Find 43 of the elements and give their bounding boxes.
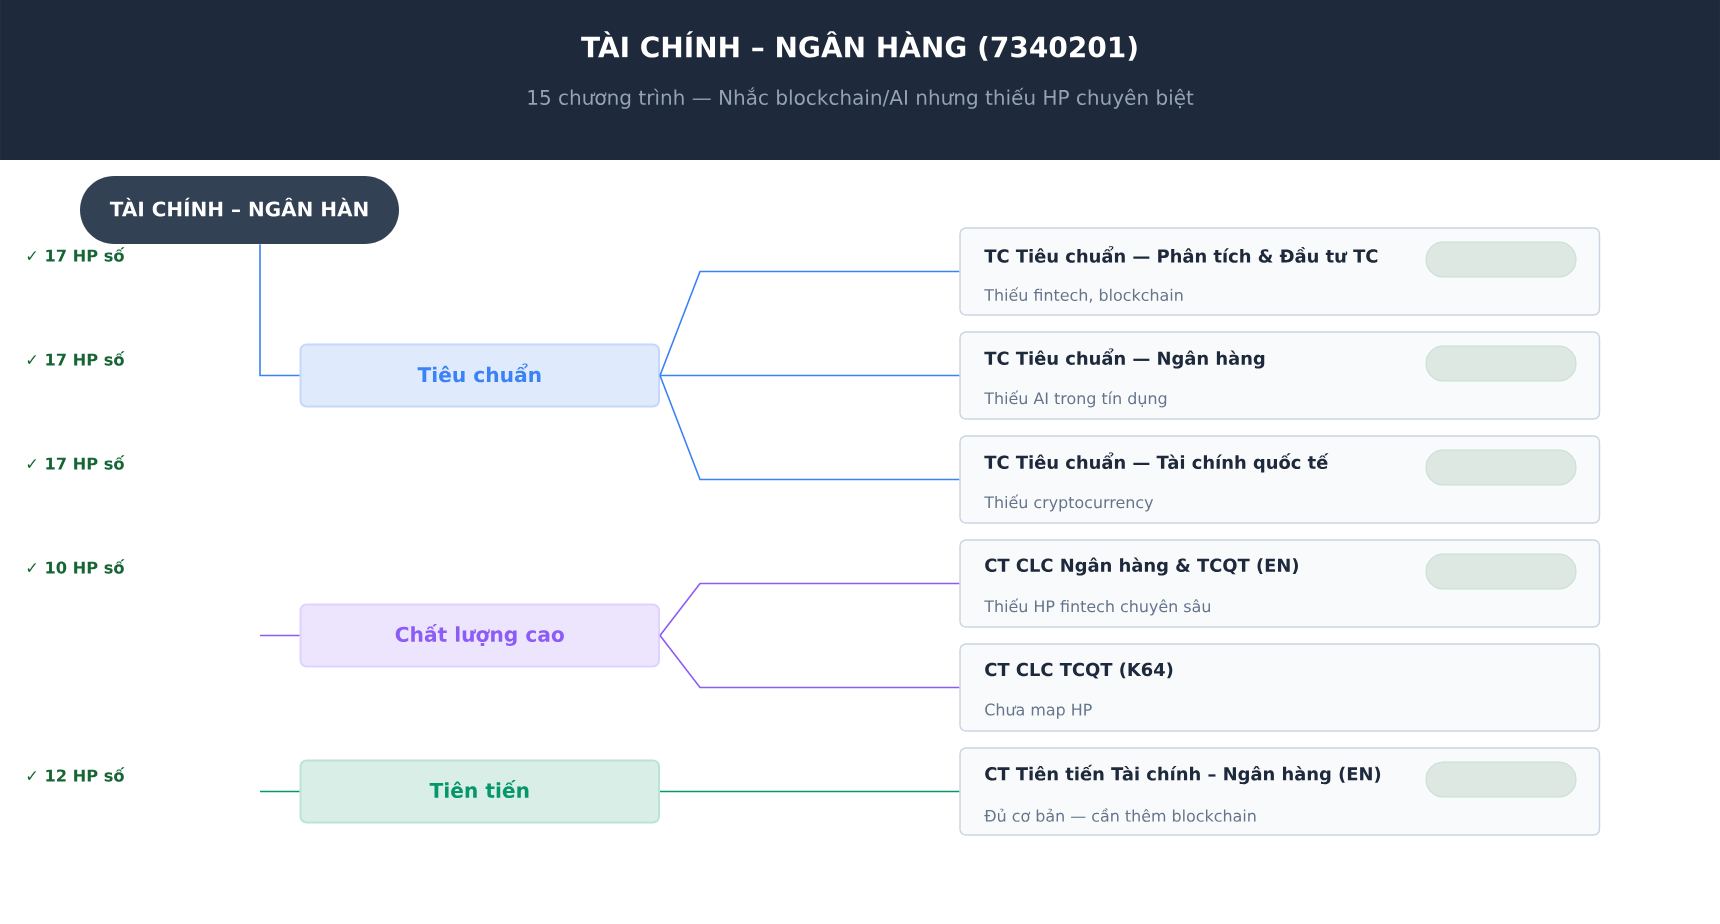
empty-badge [1425, 345, 1577, 382]
card-note: Thiếu AI trong tín dụng [984, 390, 1167, 408]
connector-line [659, 582, 961, 637]
empty-badge [1425, 241, 1577, 278]
connector-line [659, 374, 961, 481]
card-note: Thiếu cryptocurrency [984, 494, 1154, 512]
program-card [959, 227, 1601, 316]
empty-badge [1425, 761, 1577, 798]
category-box: Tiên tiến [299, 759, 660, 824]
connector-line [659, 634, 961, 689]
connector-line [659, 374, 961, 377]
card-title: CT Tiên tiến Tài chính – Ngân hàng (EN) [985, 764, 1381, 785]
category-box: Tiêu chuẩn [299, 343, 660, 408]
card-note: Đủ cơ bản — cần thêm blockchain [984, 808, 1256, 822]
card-note: Thiếu fintech, blockchain [984, 287, 1183, 303]
connector-line [659, 270, 961, 377]
program-card [959, 331, 1601, 420]
hp-count-label: ✓ 17 HP số [27, 455, 125, 470]
root-pill: TÀI CHÍNH – NGÂN HÀN [80, 176, 399, 244]
subtitle: 15 chương trình — Nhắc blockchain/AI nhưng thiếu HP chuyên biệt [528, 87, 1194, 109]
connector-line [659, 790, 961, 793]
empty-badge [1425, 553, 1577, 590]
card-title: TC Tiêu chuẩn — Tài chính quốc tế [984, 452, 1329, 473]
card-title: CT CLC Ngân hàng & TCQT (EN) [985, 557, 1298, 576]
connector-line [259, 243, 301, 377]
program-card [959, 539, 1601, 628]
title: TÀI CHÍNH – NGÂN HÀNG (7340201) [581, 31, 1137, 61]
hp-count-label: ✓ 10 HP số [27, 559, 125, 574]
hp-count-label: ✓ 12 HP số [27, 767, 125, 782]
empty-badge [1425, 449, 1577, 486]
card-title: TC Tiêu chuẩn — Ngân hàng [984, 348, 1265, 369]
program-card [959, 643, 1601, 732]
connector-line [259, 634, 301, 637]
card-title: CT CLC TCQT (K64) [985, 662, 1173, 679]
card-note: Chưa map HP [985, 703, 1092, 719]
connector-line [259, 790, 301, 793]
program-card [959, 747, 1601, 836]
card-title: TC Tiêu chuẩn — Phân tích & Đầu tư TC [984, 246, 1378, 263]
category-box: Chất lượng cao [299, 603, 660, 668]
program-card [959, 435, 1601, 524]
hp-count-label: ✓ 17 HP số [27, 247, 125, 262]
hp-count-label: ✓ 17 HP số [27, 351, 125, 366]
card-note: Thiếu HP fintech chuyên sâu [984, 598, 1210, 616]
